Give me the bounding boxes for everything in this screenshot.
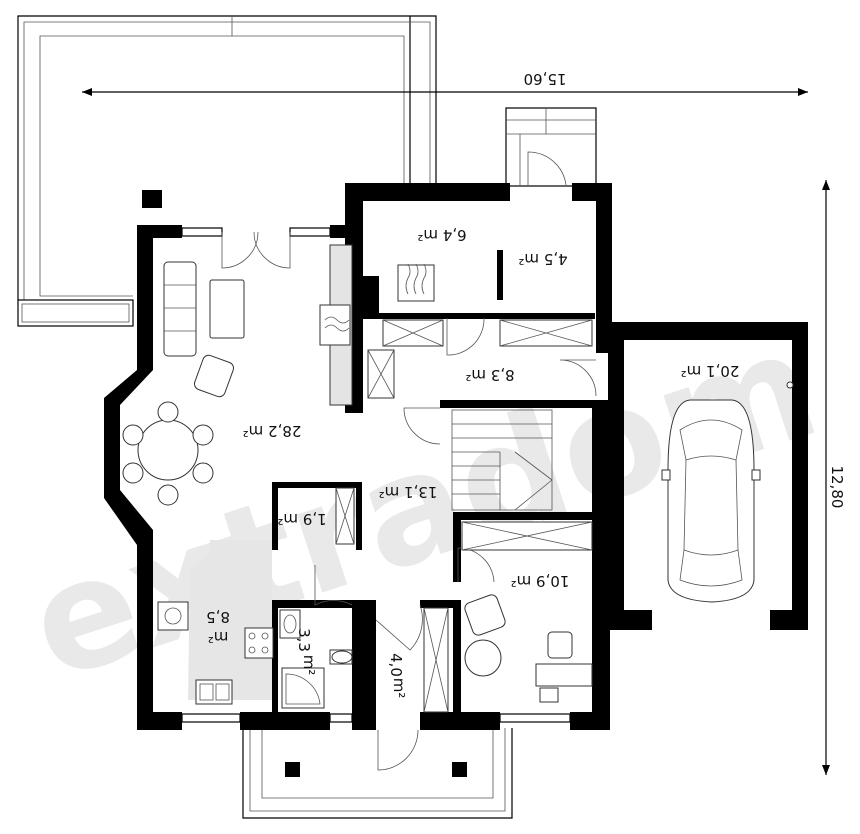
rear-steps xyxy=(505,107,597,187)
column xyxy=(452,762,467,777)
depth-dimension: 12,80 xyxy=(822,180,846,775)
column xyxy=(142,190,162,208)
width-dimension: 15,60 xyxy=(82,70,808,96)
area-hall-upper: 8,3 m² xyxy=(465,366,514,384)
area-wc: 1,9 m² xyxy=(277,510,326,528)
area-garage: 20,1 m² xyxy=(681,362,740,380)
area-bathroom-value: 3,3 xyxy=(295,628,313,652)
width-dimension-label: 15,60 xyxy=(524,70,567,88)
living-furniture xyxy=(122,261,245,506)
area-office: 10,9 m² xyxy=(511,572,570,590)
area-living: 28,2 m² xyxy=(243,422,302,440)
walls xyxy=(104,183,808,730)
column xyxy=(285,762,300,777)
entrance-canopy xyxy=(242,728,513,819)
area-kitchen-unit: m² xyxy=(208,628,229,646)
area-vestibule-value: 4,0 xyxy=(387,653,405,677)
depth-dimension-label: 12,80 xyxy=(828,466,846,509)
area-bathroom-unit: m² xyxy=(300,655,318,676)
terrace xyxy=(17,15,437,327)
area-boiler: 6,4 m² xyxy=(417,226,466,244)
kitchen-fittings xyxy=(157,601,274,705)
car xyxy=(661,381,794,603)
openings xyxy=(181,151,623,771)
fireplace xyxy=(319,244,353,406)
area-storage: 4,5 m² xyxy=(518,250,567,268)
kitchen-floor xyxy=(155,540,272,700)
wardrobes xyxy=(335,319,593,713)
area-kitchen-value: 8,5 xyxy=(206,608,230,626)
office-furniture xyxy=(464,594,593,703)
area-hall-main: 13,1 m² xyxy=(379,483,438,501)
area-vestibule-unit: m² xyxy=(390,678,408,699)
room-labels: 6,4 m² 4,5 m² 8,3 m² 20,1 m² 28,2 m² 13,… xyxy=(206,226,739,698)
staircase xyxy=(451,409,553,511)
bathroom-fittings xyxy=(279,609,353,709)
boiler-equipment xyxy=(363,263,435,316)
